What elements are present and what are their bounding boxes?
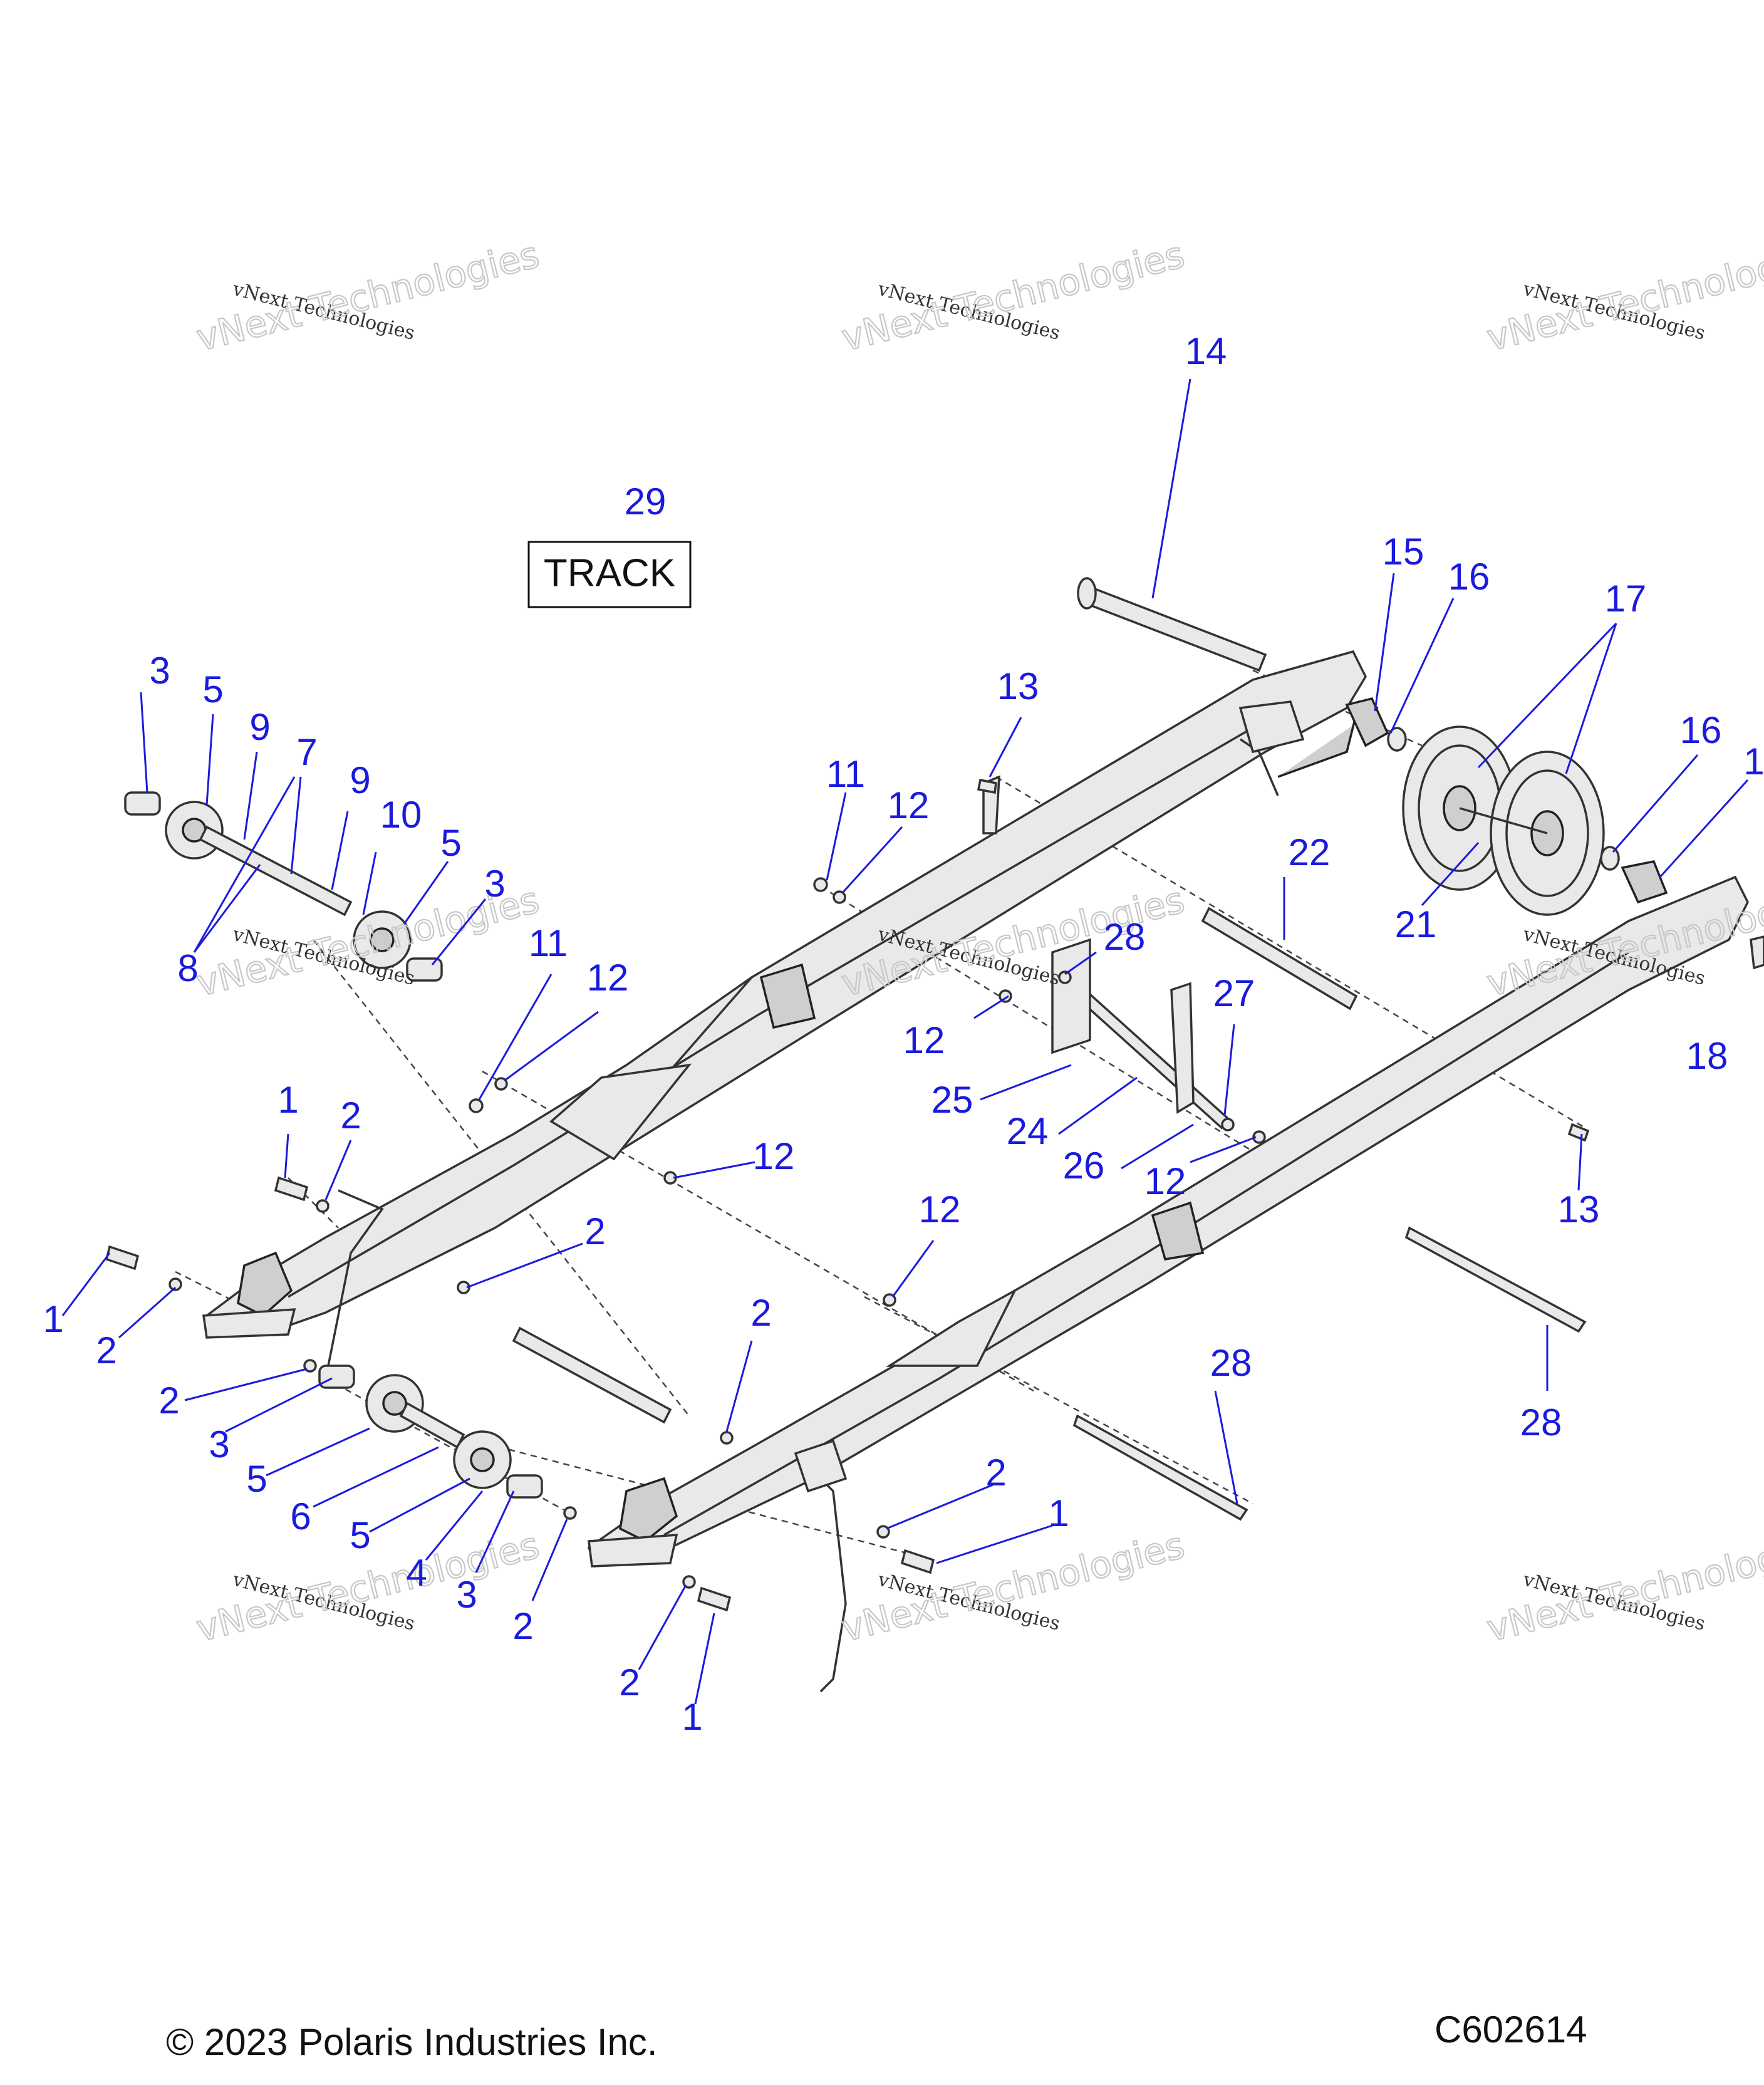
shafts xyxy=(512,577,1587,1521)
callout-12: 12 xyxy=(903,1019,945,1061)
callout-2: 2 xyxy=(512,1605,533,1647)
callout-25: 26 xyxy=(1063,1145,1105,1187)
callout-27: 28 xyxy=(1104,916,1146,958)
callout-3: 3 xyxy=(484,863,505,905)
callout-leader-lines xyxy=(61,378,1749,1705)
callout-1: 1 xyxy=(1048,1492,1069,1534)
left-rail xyxy=(202,650,1379,1379)
callout-18: 18 xyxy=(1686,1035,1728,1077)
callout-28: 28 xyxy=(1210,1342,1252,1384)
copyright-text: © 2023 Polaris Industries Inc. xyxy=(166,2021,658,2063)
rear-wheels xyxy=(1345,697,1764,970)
callout-16: 16 xyxy=(1680,709,1722,751)
front-axle-lower xyxy=(318,1365,543,1499)
callout-6: 6 xyxy=(290,1495,311,1537)
callout-12: 12 xyxy=(919,1188,961,1230)
callout-11: 11 xyxy=(826,753,865,795)
callout-3: 3 xyxy=(209,1423,229,1465)
callout-1: 1 xyxy=(682,1696,702,1738)
right-rail xyxy=(587,875,1749,1693)
callout-12: 12 xyxy=(888,784,930,826)
callout-5: 5 xyxy=(350,1514,370,1556)
callout-2: 2 xyxy=(619,1661,640,1703)
callout-13: 13 xyxy=(997,665,1039,707)
callout-numbers: 29 14 15 16 17 16 1 21 22 18 13 13 11 12… xyxy=(43,330,1764,1738)
callout-21: 21 xyxy=(1395,903,1437,945)
callout-16: 16 xyxy=(1448,556,1490,598)
callout-2: 2 xyxy=(96,1329,117,1371)
track-label: TRACK xyxy=(544,551,675,595)
callout-28: 28 xyxy=(1520,1401,1562,1443)
callout-17: 17 xyxy=(1605,578,1647,620)
callout-1: 1 xyxy=(278,1079,298,1121)
callout-3: 3 xyxy=(149,650,170,692)
callout-2: 2 xyxy=(340,1094,361,1136)
callout-2: 2 xyxy=(985,1452,1006,1494)
callout-14: 14 xyxy=(1185,330,1227,372)
callout-9: 9 xyxy=(350,759,370,801)
hardware xyxy=(105,778,1590,1612)
front-axle-upper xyxy=(124,791,443,982)
callout-26: 27 xyxy=(1213,972,1255,1014)
callout-12: 12 xyxy=(1144,1160,1186,1202)
callout-13: 13 xyxy=(1558,1188,1600,1230)
callout-12: 12 xyxy=(587,957,629,999)
callout-1: 1 xyxy=(43,1298,63,1340)
callout-8: 8 xyxy=(177,947,198,989)
callout-2: 2 xyxy=(158,1380,179,1422)
callout-9: 9 xyxy=(249,706,270,748)
callout-5: 5 xyxy=(440,822,461,864)
callout-11: 11 xyxy=(529,922,568,964)
callout-1: 1 xyxy=(1743,741,1764,783)
callout-2: 2 xyxy=(584,1210,605,1252)
callout-4: 4 xyxy=(406,1552,427,1594)
callout-10: 10 xyxy=(380,794,422,836)
callout-22: 22 xyxy=(1289,831,1331,873)
callout-3: 3 xyxy=(456,1574,477,1616)
callout-12: 12 xyxy=(753,1135,795,1177)
callout-24: 25 xyxy=(931,1079,973,1121)
callout-15: 15 xyxy=(1383,531,1424,573)
callout-7: 7 xyxy=(296,731,317,773)
callout-2: 2 xyxy=(750,1292,771,1334)
track-label-box: TRACK xyxy=(527,541,692,608)
callout-29: 29 xyxy=(625,481,667,523)
diagram-code: C602614 xyxy=(1435,2009,1587,2051)
callout-5: 5 xyxy=(246,1458,267,1500)
callout-23: 24 xyxy=(1007,1110,1049,1152)
callout-5: 5 xyxy=(202,668,223,710)
